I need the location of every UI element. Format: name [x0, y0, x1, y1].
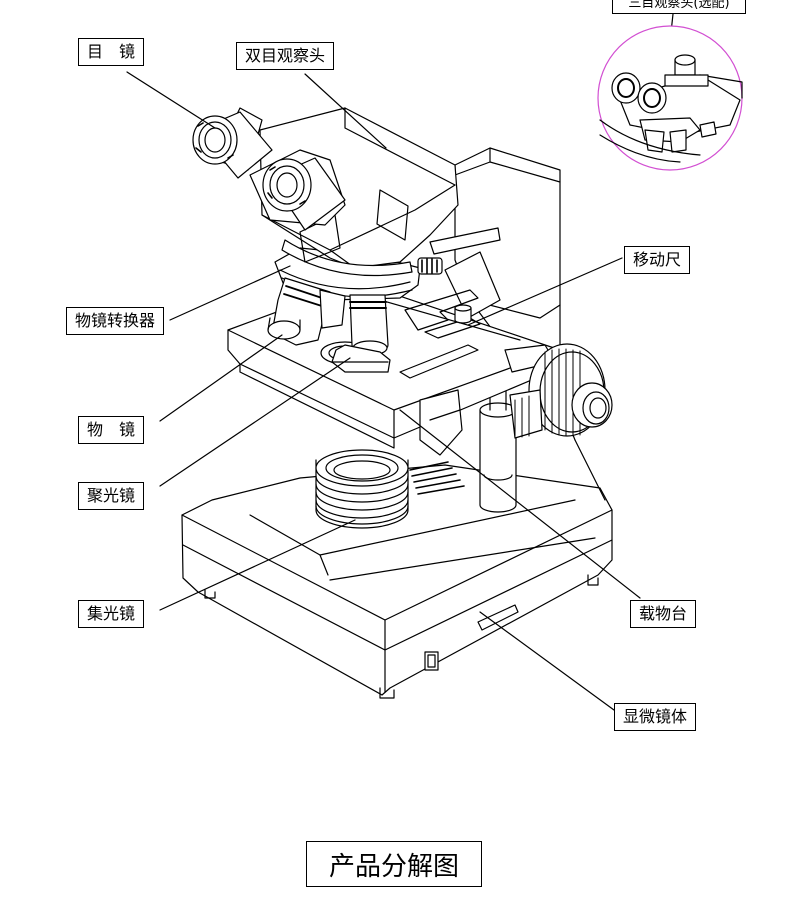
objective-back: [319, 289, 346, 329]
label-mechanical-stage: 移动尺: [624, 246, 691, 274]
objective-center: [349, 294, 389, 356]
label-microscope-body: 显微镜体: [614, 703, 697, 731]
label-nosepiece: 物镜转换器: [66, 307, 165, 335]
eyepiece-left: [192, 111, 273, 179]
microscope-arm: [429, 147, 606, 501]
collector-lens: [315, 449, 409, 529]
label-condenser: 聚光镜: [78, 482, 145, 510]
label-binocular-head: 双目观察头: [236, 42, 335, 70]
label-collector: 集光镜: [78, 600, 145, 628]
condenser: [331, 344, 391, 373]
leader-lines: [126, 13, 674, 711]
label-objective: 物 镜: [78, 416, 145, 444]
focus-post: [479, 384, 517, 513]
trinocular-inset: [597, 25, 743, 171]
vent-slats: [409, 461, 465, 495]
label-eyepiece: 目 镜: [78, 38, 145, 66]
label-stage: 载物台: [630, 600, 697, 628]
diagram-caption: 产品分解图: [306, 841, 482, 887]
eyepiece-right: [262, 157, 346, 231]
coaxial-knobs: [504, 343, 613, 439]
label-trinocular-inset: 三目观察头(选配): [612, 0, 746, 14]
